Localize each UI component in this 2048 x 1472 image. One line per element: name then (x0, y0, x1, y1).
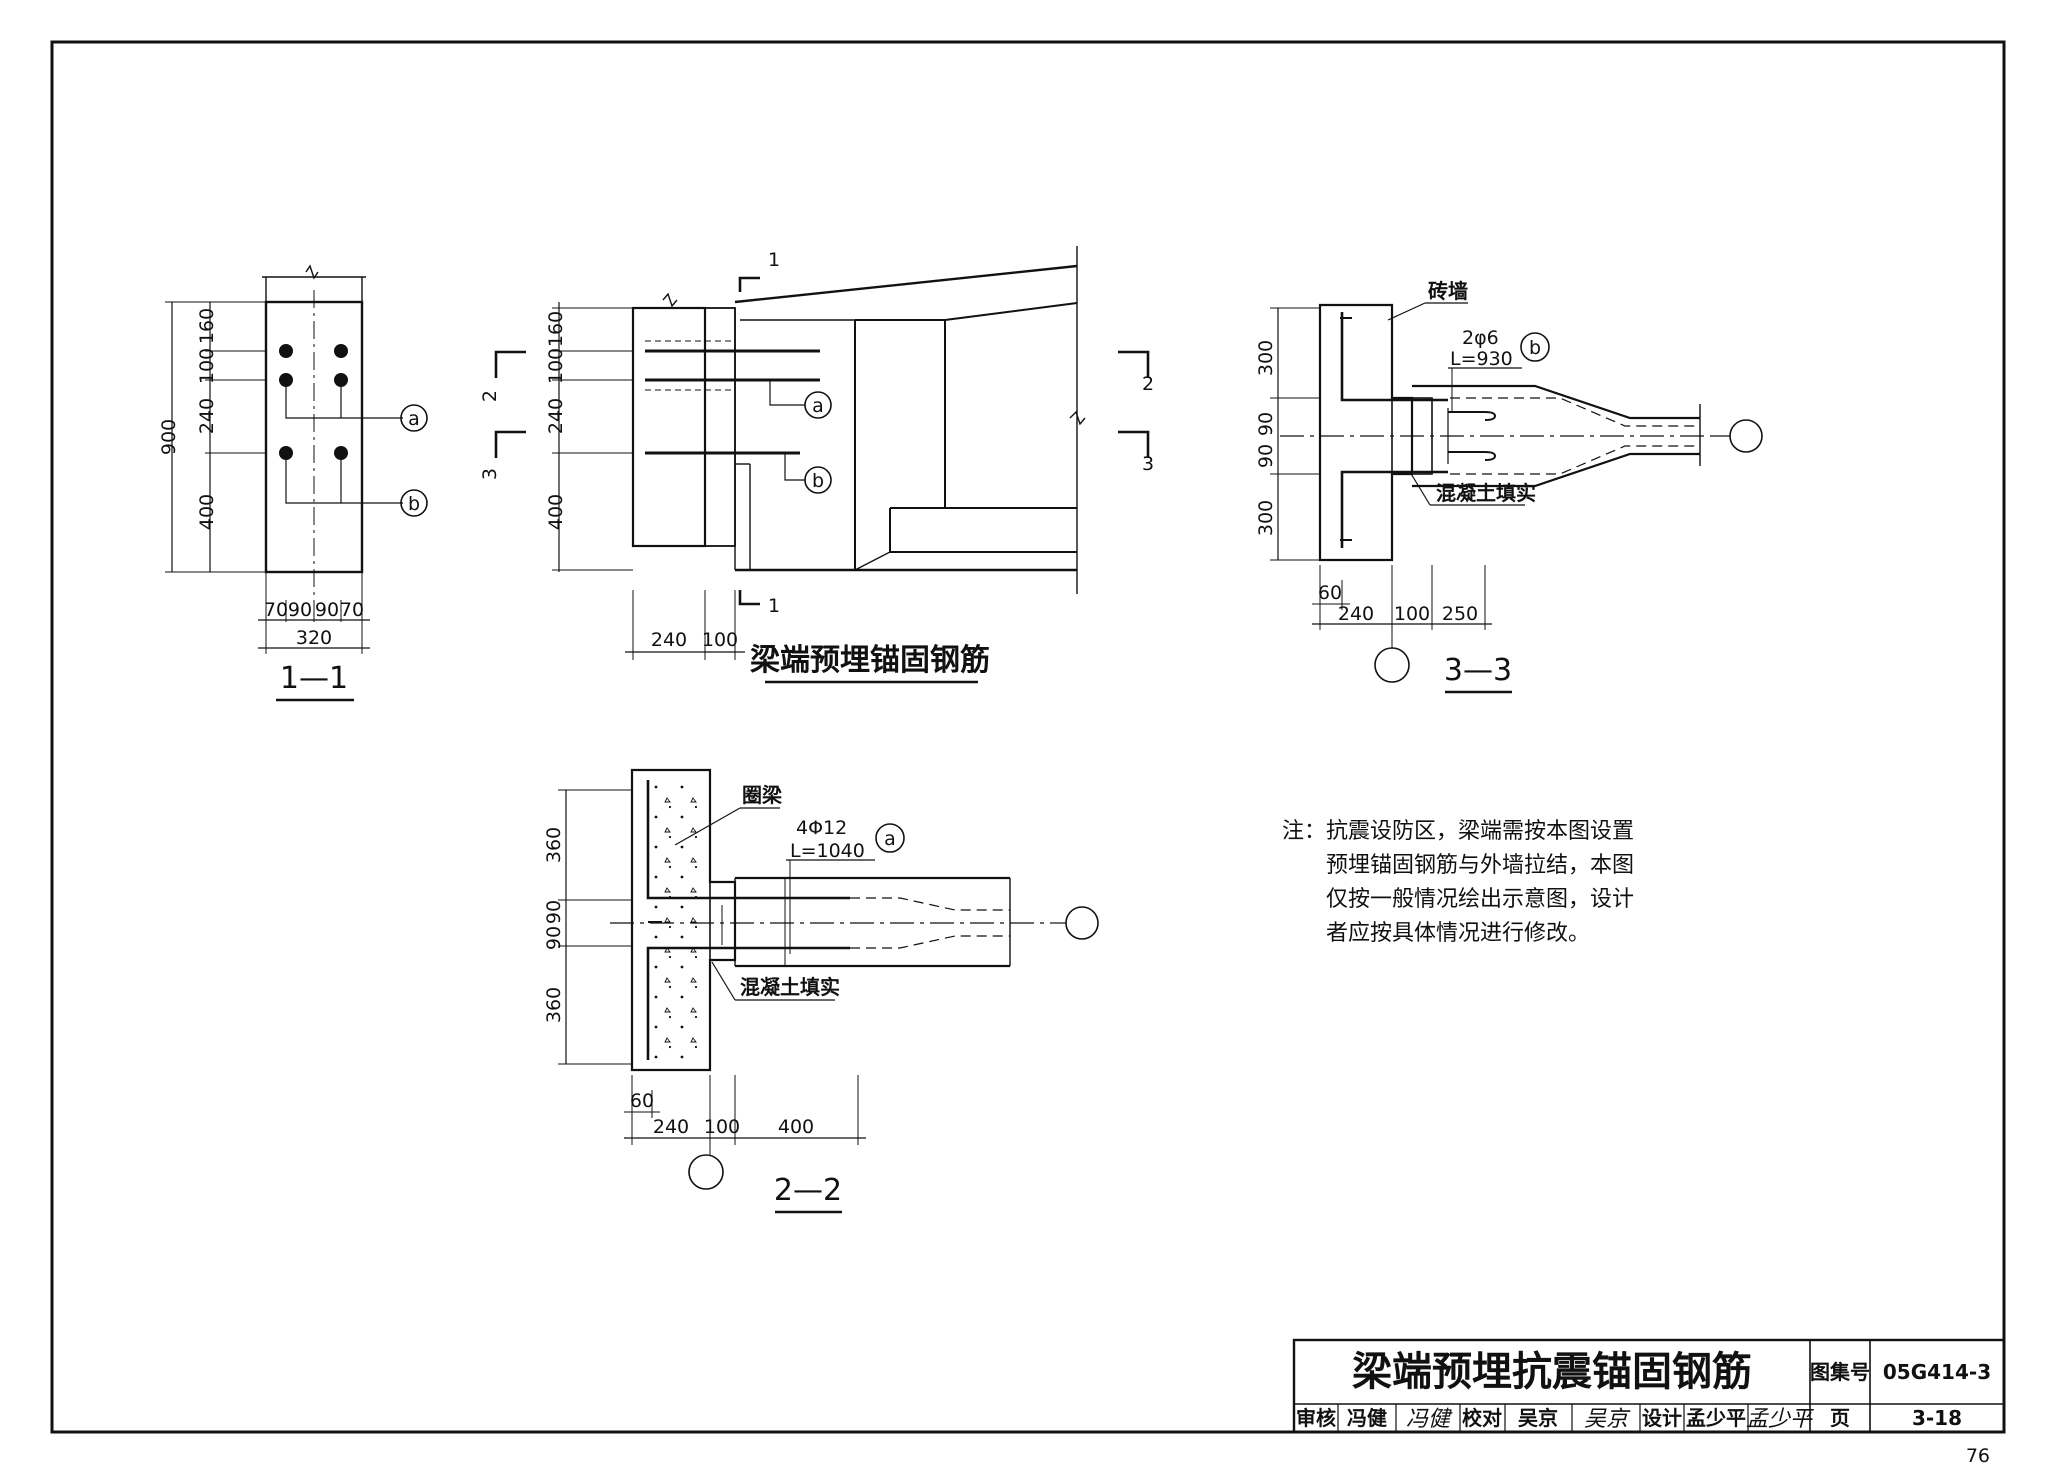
cut-mark: 1 (768, 595, 780, 617)
page-label: 页 (1830, 1406, 1850, 1430)
dim-text: 240 (196, 398, 218, 434)
dim-text: 90 (1255, 412, 1277, 436)
rebar-dot (279, 344, 293, 358)
section-title: 2—2 (774, 1173, 842, 1208)
callout-a-circle (875, 823, 905, 853)
rebar-length: L=1040 (790, 840, 865, 862)
dim-text: 400 (196, 494, 218, 530)
check-label: 校对 (1462, 1406, 1502, 1430)
cut-mark: 3 (1142, 453, 1154, 475)
axis-bubble (1729, 419, 1763, 453)
elevation-view: a b 1 1 2 3 2 3 160 100 240 400 240 (479, 246, 1154, 684)
dim-text: 100 (704, 1116, 740, 1138)
axis-bubble (1374, 647, 1410, 683)
dim-text: 90 (315, 599, 339, 621)
dim-text: 100 (545, 348, 567, 384)
designer-signature: 孟少平 (1746, 1407, 1814, 1432)
dim-text: 360 (543, 827, 565, 863)
dim-text: 60 (630, 1090, 654, 1112)
checker-signature: 吴京 (1584, 1407, 1631, 1432)
section-title: 1—1 (280, 661, 348, 696)
callout-a: a (884, 828, 896, 850)
dim-text: 90 (543, 926, 565, 950)
dim-text: 100 (702, 629, 738, 651)
dim-text: 90 (1255, 444, 1277, 468)
callout-a-circle (804, 391, 832, 419)
rebar-spec: 2φ6 (1462, 327, 1499, 349)
dim-text: 160 (545, 311, 567, 347)
note-line: 预埋锚固钢筋与外墙拉结，本图 (1326, 853, 1634, 878)
dim-text: 100 (1394, 603, 1430, 625)
dim-text: 100 (196, 348, 218, 384)
page-number: 3-18 (1912, 1406, 1962, 1430)
dim-text: 360 (543, 987, 565, 1023)
callout-b: b (812, 470, 824, 492)
title-block: 梁端预埋抗震锚固钢筋 图集号 05G414-3 审核 冯健 冯健 校对 吴京 吴… (1292, 1338, 2006, 1434)
callout-a-circle (400, 404, 428, 432)
section-3-3: 砖墙 2φ6 L=930 b 混凝土填实 300 90 90 300 60 24… (1255, 279, 1763, 694)
dim-text: 240 (545, 398, 567, 434)
reviewer-name: 冯健 (1347, 1406, 1387, 1430)
cut-mark: 1 (768, 249, 780, 271)
dim-text: 60 (1318, 582, 1342, 604)
dim-text: 900 (158, 419, 180, 455)
dim-text: 160 (196, 308, 218, 344)
callout-a: a (408, 408, 420, 430)
dim-text: 240 (1338, 603, 1374, 625)
dim-text: 240 (653, 1116, 689, 1138)
design-note: 注：抗震设防区，梁端需按本图设置 预埋锚固钢筋与外墙拉结，本图 仅按一般情况绘出… (1282, 819, 1634, 946)
review-label: 审核 (1296, 1406, 1336, 1430)
callout-b-circle (400, 489, 428, 517)
concrete-strip (704, 307, 736, 547)
ring-beam-label: 圈梁 (742, 783, 783, 807)
brick-wall-label: 砖墙 (1428, 279, 1468, 303)
callout-a: a (812, 395, 824, 417)
brick-wall (1318, 303, 1414, 562)
rebar-spec: 4Φ12 (796, 817, 847, 839)
rebar-length: L=930 (1450, 348, 1513, 370)
dim-text: 320 (296, 627, 332, 649)
dim-text: 90 (288, 599, 312, 621)
atlas-label: 图集号 (1810, 1360, 1870, 1384)
sheet-border (50, 40, 2006, 1434)
rebar-dot (334, 344, 348, 358)
concrete-fill-label: 混凝土填实 (1436, 481, 1536, 505)
reviewer-signature: 冯健 (1406, 1407, 1453, 1432)
section-2-2: 圈梁 4Φ12 L=1040 a 混凝土填实 360 90 90 360 60 … (543, 768, 1099, 1214)
drawing-title: 梁端预埋抗震锚固钢筋 (1352, 1349, 1752, 1395)
note-line: 者应按具体情况进行修改。 (1326, 921, 1590, 946)
dim-text: 300 (1255, 500, 1277, 536)
sheet-number: 76 (1966, 1445, 1990, 1467)
callout-b-circle (804, 466, 832, 494)
dim-text: 400 (545, 494, 567, 530)
section-title: 3—3 (1444, 653, 1512, 688)
brick-wall (631, 306, 707, 548)
dim-text: 240 (651, 629, 687, 651)
axis-bubble (1065, 906, 1099, 940)
axis-bubble (688, 1154, 724, 1190)
design-label: 设计 (1642, 1406, 1682, 1430)
callout-b: b (1529, 337, 1541, 359)
dim-text: 300 (1255, 340, 1277, 376)
dim-text: 90 (543, 900, 565, 924)
dim-text: 70 (340, 599, 364, 621)
dim-text: 400 (778, 1116, 814, 1138)
section-1-1: a b 160 100 240 400 900 70 90 90 70 320 … (158, 264, 428, 702)
designer-name: 孟少平 (1686, 1406, 1746, 1430)
cut-mark: 3 (479, 468, 501, 480)
cut-mark: 2 (1142, 373, 1154, 395)
callout-b: b (408, 493, 420, 515)
checker-name: 吴京 (1518, 1406, 1558, 1430)
callout-b-circle (1520, 332, 1550, 362)
view-title: 梁端预埋锚固钢筋 (750, 643, 990, 678)
note-line: 仅按一般情况绘出示意图，设计 (1326, 887, 1634, 912)
cut-mark: 2 (479, 390, 501, 402)
dim-text: 250 (1442, 603, 1478, 625)
dim-text: 70 (264, 599, 288, 621)
atlas-number: 05G414-3 (1883, 1360, 1991, 1384)
note-line: 注：抗震设防区，梁端需按本图设置 (1282, 819, 1634, 844)
concrete-fill-label: 混凝土填实 (740, 975, 840, 999)
